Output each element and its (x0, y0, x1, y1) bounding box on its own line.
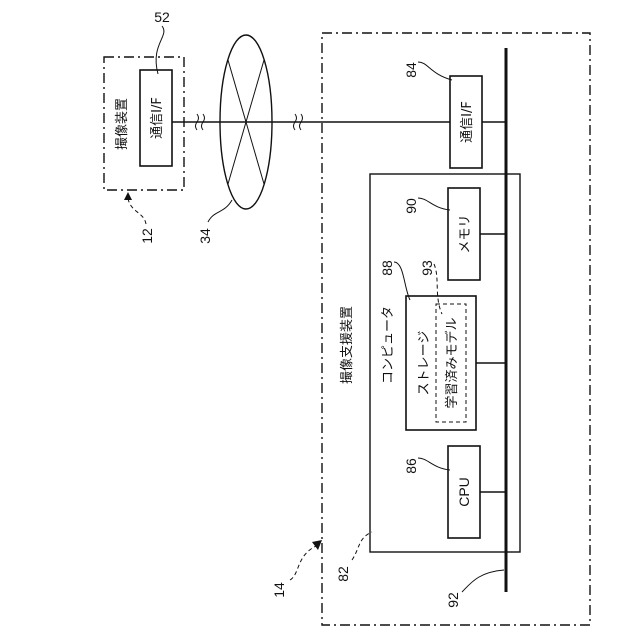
leader-92 (462, 570, 504, 592)
imaging-support-device-label: 撮像支援装置 (339, 306, 355, 384)
comm-if-support-label: 通信I/F (460, 101, 475, 143)
leader-84 (418, 62, 452, 80)
memory-label: メモリ (458, 214, 473, 253)
storage-label: ストレージ (417, 331, 432, 396)
ref-84: 84 (403, 62, 419, 78)
leader-12 (128, 198, 146, 224)
leader-34 (208, 200, 232, 222)
ref-52: 52 (154, 9, 170, 25)
leader-86 (418, 458, 450, 470)
ref-92: 92 (445, 592, 461, 608)
ref-82: 82 (335, 566, 351, 582)
leader-52 (156, 26, 164, 74)
ref-90: 90 (403, 198, 419, 214)
trained-model-label: 学習済みモデル (444, 317, 460, 408)
computer-label: コンピュータ (381, 306, 396, 384)
ref-34: 34 (197, 228, 213, 244)
ref-12: 12 (139, 228, 155, 244)
leader-82 (352, 532, 372, 560)
ref-14: 14 (271, 582, 287, 598)
ref-88: 88 (379, 260, 395, 276)
ref-86: 86 (403, 458, 419, 474)
leader-90 (418, 198, 450, 210)
arrow-14 (312, 540, 322, 550)
arrow-12 (124, 192, 132, 200)
cpu-label: CPU (456, 477, 472, 507)
ref-93: 93 (419, 260, 435, 276)
comm-if-device-label: 通信I/F (150, 97, 165, 139)
imaging-device-label: 撮像装置 (114, 98, 130, 150)
leader-14 (290, 546, 316, 580)
leader-88 (394, 262, 410, 300)
